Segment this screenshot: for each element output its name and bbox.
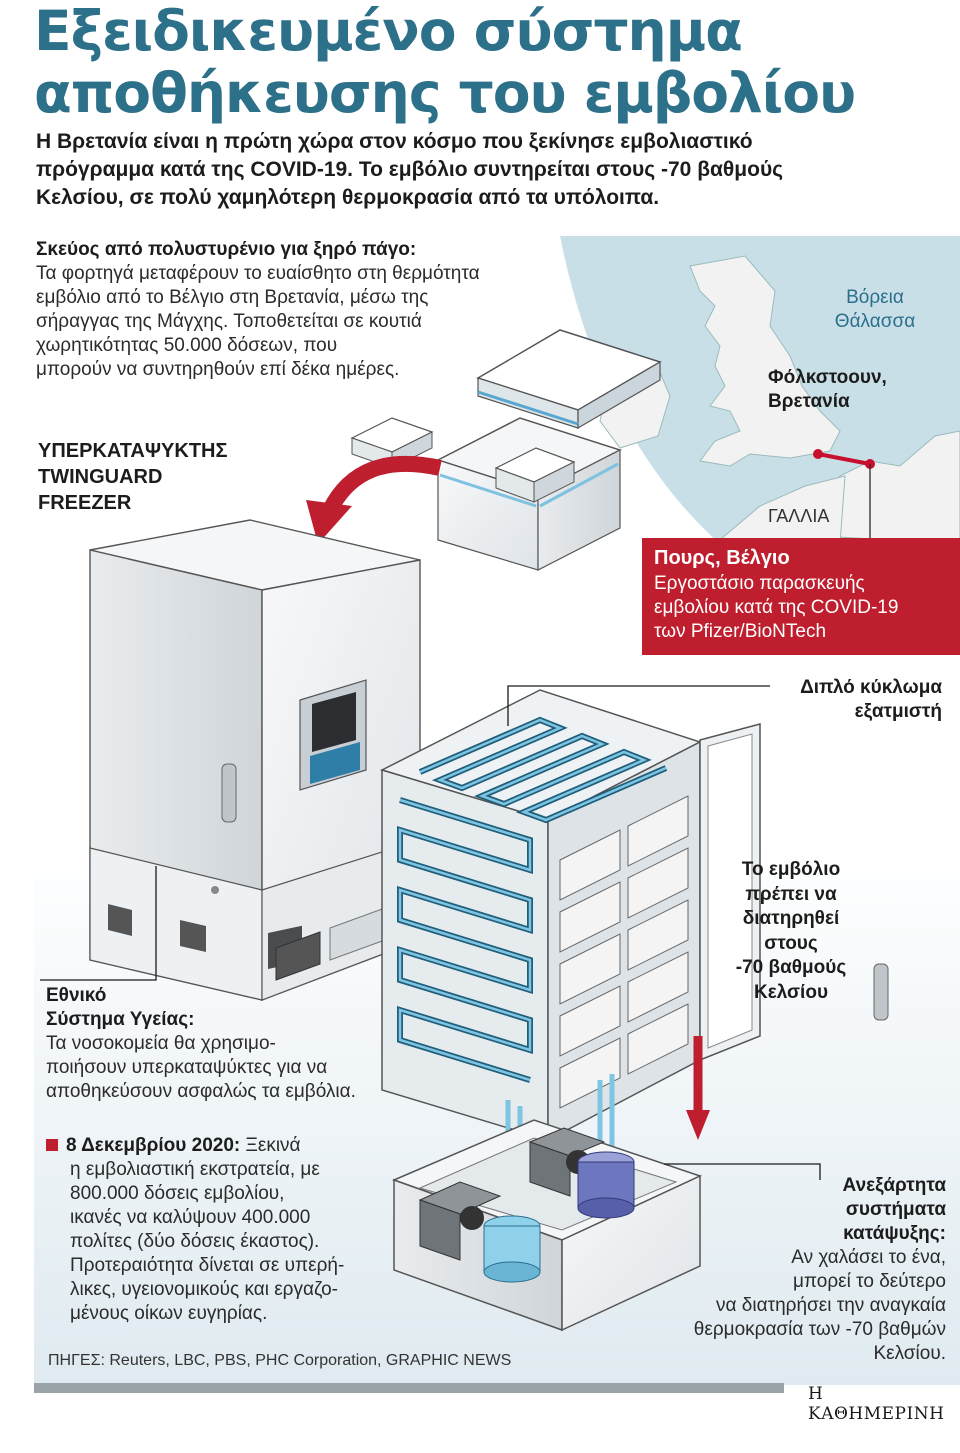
freezer-label-line-2: TWINGUARD xyxy=(38,466,163,488)
cooling-line-3: να διατηρήσει την αναγκαία xyxy=(716,1295,946,1316)
styrofoam-box xyxy=(350,329,662,571)
title-line-1: Εξειδικευμένο σύστημα xyxy=(34,0,743,63)
freezer-illustration xyxy=(40,329,889,1332)
map-city-label: Φόλκστοουν, Βρετανία xyxy=(768,366,948,414)
city-line-1: Φόλκστοουν, xyxy=(768,367,887,388)
puurs-line-3: των Pfizer/BioNTech xyxy=(654,621,827,642)
nhs-heading-line-2: Σύστημα Υγείας: xyxy=(46,1009,195,1030)
vaccine-temp-line-3: διατηρηθεί xyxy=(742,908,840,929)
campaign-line-2: 800.000 δόσεις εμβολίου, xyxy=(70,1183,285,1204)
intro-line-3: Κελσίου, σε πολύ χαμηλότερη θερμοκρασία … xyxy=(36,186,660,209)
styrofoam-line-1: Τα φορτηγά μεταφέρουν το ευαίσθητο στη θ… xyxy=(36,263,480,284)
puurs-description: Εργοστάσιο παρασκευής εμβολίου κατά της … xyxy=(654,572,898,644)
intro-line-1: Η Βρετανία είναι η πρώτη χώρα στον κόσμο… xyxy=(36,130,753,153)
sea-line-1: Βόρεια xyxy=(846,287,904,308)
campaign-text: 8 Δεκεμβρίου 2020: Ξεκινά η εμβολιαστική… xyxy=(46,1134,406,1326)
nhs-text: Εθνικό Σύστημα Υγείας: Τα νοσοκομεία θα … xyxy=(46,984,446,1104)
vaccine-temp-line-4: στους xyxy=(764,932,818,954)
styrofoam-text: Σκεύος από πολυστυρένιο για ξηρό πάγο: Τ… xyxy=(36,238,556,382)
nhs-body: Τα νοσοκομεία θα χρησιμο- ποιήσουν υπερκ… xyxy=(46,1032,446,1104)
sea-line-2: Θάλασσα xyxy=(834,311,916,332)
puurs-line-1: Εργοστάσιο παρασκευής xyxy=(654,573,865,594)
cooling-heading-line-1: Ανεξάρτητα xyxy=(842,1175,946,1196)
styrofoam-line-5: μπορούν να συντηρηθούν επί δέκα ημέρες. xyxy=(36,359,400,380)
nhs-heading: Εθνικό Σύστημα Υγείας: xyxy=(46,984,446,1032)
styrofoam-body: Τα φορτηγά μεταφέρουν το ευαίσθητο στη θ… xyxy=(36,262,556,382)
campaign-line-5: Προτεραιότητα δίνεται σε υπερή- xyxy=(70,1255,345,1276)
freezer-label-line-1: ΥΠΕΡΚΑΤΑΨΥΚΤΗΣ xyxy=(38,440,228,462)
vaccine-temp-line-5: -70 βαθμούς xyxy=(735,957,847,978)
cooling-line-5: Κελσίου. xyxy=(873,1343,946,1364)
campaign-bullet xyxy=(46,1139,58,1151)
cooling-heading: Ανεξάρτητα συστήματα κατάψυξης: xyxy=(600,1174,946,1246)
styrofoam-line-4: χωρητικότητας 50.000 δόσεων, που xyxy=(36,335,338,356)
vaccine-temp-label: Το εμβόλιο πρέπει να διατηρηθεί στους -7… xyxy=(706,858,876,1005)
page-title: Εξειδικευμένο σύστημα αποθήκευσης του εμ… xyxy=(34,0,934,124)
evaporator-line-2: εξατμιστή xyxy=(854,701,942,722)
channel-route xyxy=(817,452,871,466)
twinguard-freezer xyxy=(89,519,421,1002)
cooling-line-4: θερμοκρασία των -70 βαθμών xyxy=(693,1319,946,1340)
intro-text: Η Βρετανία είναι η πρώτη χώρα στον κόσμο… xyxy=(36,128,936,212)
freezer-label: ΥΠΕΡΚΑΤΑΨΥΚΤΗΣ TWINGUARD FREEZER xyxy=(38,438,228,516)
cooling-line-1: Αν χαλάσει το ένα, xyxy=(791,1247,946,1268)
styrofoam-heading: Σκεύος από πολυστυρένιο για ξηρό πάγο: xyxy=(36,239,417,260)
cooling-body: Αν χαλάσει το ένα, μπορεί το δεύτερο να … xyxy=(600,1246,946,1366)
vaccine-temp-line-2: πρέπει να xyxy=(745,883,837,905)
map-country-label: ΓΑΛΛΙΑ xyxy=(768,506,830,526)
transfer-arrow xyxy=(322,455,442,514)
freezer-label-line-3: FREEZER xyxy=(38,492,132,514)
freezer-door xyxy=(699,723,889,1062)
sources: ΠΗΓΕΣ: Reuters, LBC, PBS, PHC Corporatio… xyxy=(48,1352,512,1369)
styrofoam-line-3: σήραγγας της Μάγχης. Τοποθετείται σε κου… xyxy=(36,311,422,332)
cabinet-with-coils xyxy=(379,689,702,1236)
campaign-date: 8 Δεκεμβρίου 2020: xyxy=(66,1135,241,1156)
cooling-heading-line-3: κατάψυξης: xyxy=(843,1223,946,1244)
campaign-line-7: μένους οίκων ευγηρίας. xyxy=(70,1303,268,1324)
britain-landmass xyxy=(689,255,841,467)
puurs-info-box: Πουρς, Βέλγιο Εργοστάσιο παρασκευής εμβο… xyxy=(642,538,960,655)
vaccine-temp-line-6: Κελσίου xyxy=(753,981,828,1003)
campaign-line-1: η εμβολιαστική εκστρατεία, με xyxy=(70,1159,320,1180)
nhs-line-1: Τα νοσοκομεία θα χρησιμο- xyxy=(46,1033,276,1054)
compressor-base xyxy=(391,1119,703,1332)
continent-landmass xyxy=(819,430,960,544)
vaccine-temp-line-1: Το εμβόλιο xyxy=(741,859,841,880)
city-line-2: Βρετανία xyxy=(768,391,850,412)
campaign-line-4: πολίτες (δύο δόσεις έκαστος). xyxy=(70,1231,320,1252)
cooling-text: Ανεξάρτητα συστήματα κατάψυξης: Αν χαλάσ… xyxy=(600,1174,946,1366)
newspaper-logo: Η ΚΑΘΗΜΕΡΙΝΗ xyxy=(808,1384,945,1424)
nhs-line-2: ποιήσουν υπερκαταψύκτες για να xyxy=(46,1057,328,1078)
map-sea-label: Βόρεια Θάλασσα xyxy=(800,286,950,334)
puurs-line-2: εμβολίου κατά της COVID-19 xyxy=(654,597,899,618)
title-line-2: αποθήκευσης του εμβολίου xyxy=(34,61,856,125)
cooling-line-2: μπορεί το δεύτερο xyxy=(792,1271,946,1292)
styrofoam-line-2: εμβόλιο από το Βέλγιο στη Βρετανία, μέσω… xyxy=(36,287,429,308)
nhs-heading-line-1: Εθνικό xyxy=(46,985,107,1006)
cooling-heading-line-2: συστήματα xyxy=(845,1199,946,1220)
campaign-line-6: λικες, υγειονομικούς και εργαζο- xyxy=(70,1279,338,1300)
campaign-line-3: ικανές να καλύψουν 400.000 xyxy=(70,1207,311,1228)
map xyxy=(560,236,960,544)
campaign-first-line: 8 Δεκεμβρίου 2020: Ξεκινά xyxy=(46,1134,406,1158)
intro-line-2: πρόγραμμα κατά της COVID-19. Το εμβόλιο … xyxy=(36,158,784,181)
puurs-title: Πουρς, Βέλγιο xyxy=(654,547,790,569)
evaporator-label: Διπλό κύκλωμα εξατμιστή xyxy=(700,676,942,724)
campaign-body: η εμβολιαστική εκστρατεία, με 800.000 δό… xyxy=(46,1158,406,1326)
evaporator-line-1: Διπλό κύκλωμα xyxy=(800,677,942,698)
nhs-line-3: αποθηκεύσουν ασφαλώς τα εμβόλια. xyxy=(46,1081,356,1102)
campaign-first-rest: Ξεκινά xyxy=(240,1135,301,1156)
